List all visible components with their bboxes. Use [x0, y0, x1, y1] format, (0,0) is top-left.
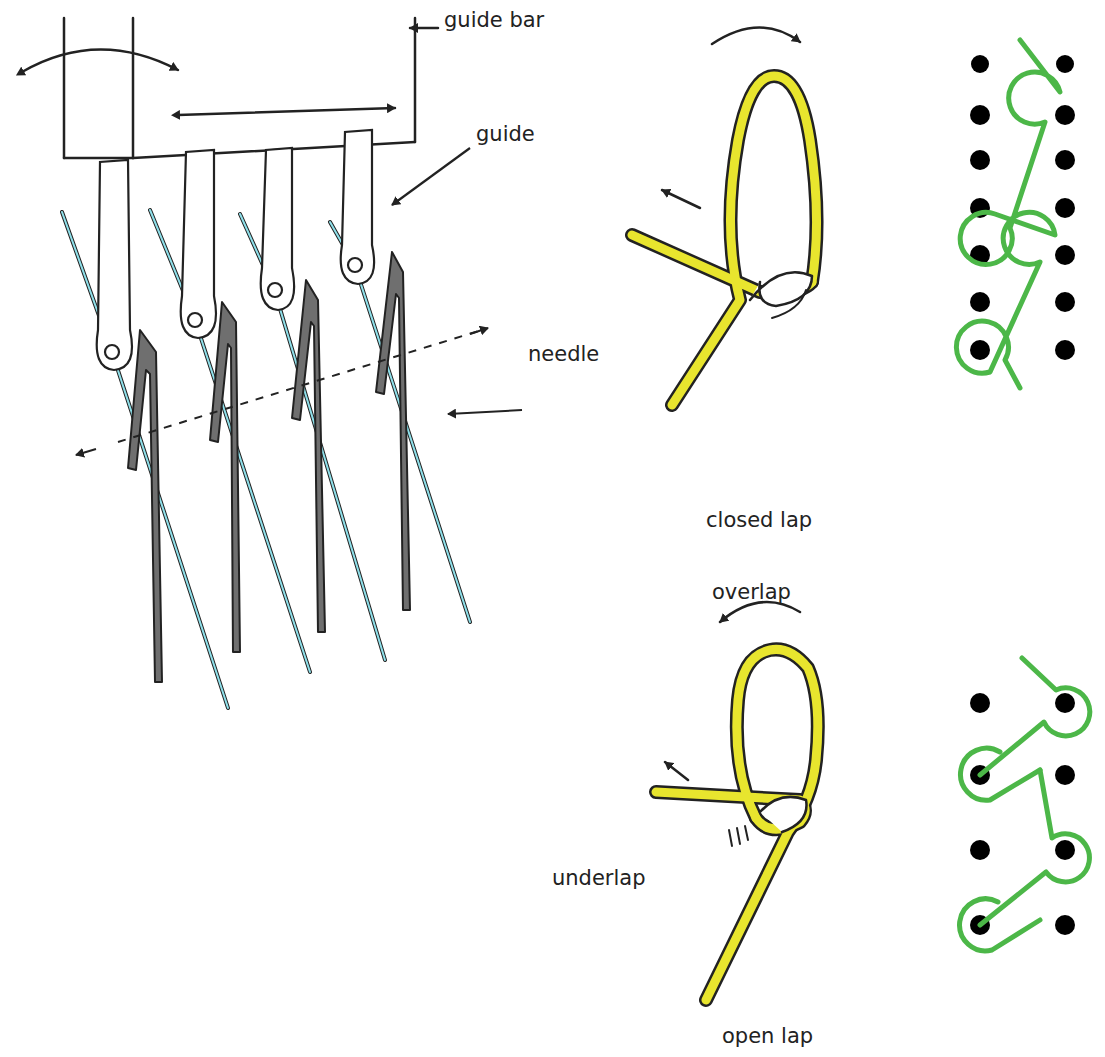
guide-bar [22, 18, 438, 158]
part-label: underlap [552, 866, 646, 891]
lap-notation [956, 40, 1089, 951]
part-label: open lap [722, 1024, 813, 1049]
part-label: guide [476, 122, 535, 147]
guide [97, 130, 470, 370]
needle [76, 252, 522, 682]
part-label: guide bar [444, 8, 544, 33]
part-label: needle [528, 342, 599, 367]
part-label: closed lap [706, 508, 812, 533]
part-label: overlap [712, 580, 791, 605]
closed-lap-loop [632, 27, 817, 405]
open-lap-loop [656, 602, 818, 1000]
